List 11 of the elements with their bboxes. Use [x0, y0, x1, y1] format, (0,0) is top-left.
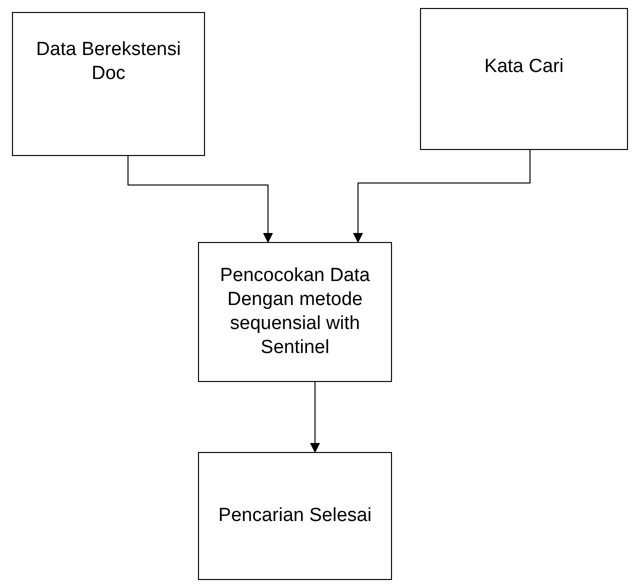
- arrow: [128, 156, 273, 243]
- process-box: [12, 12, 205, 156]
- box-label: Pencarian Selesai: [218, 504, 372, 528]
- process-box: [420, 8, 628, 150]
- arrow: [353, 150, 530, 243]
- box-label: Kata Cari: [484, 55, 564, 79]
- box-label: Pencocokan Data Dengan metode sequensial with Sentinel: [219, 264, 371, 360]
- box-label: Data Berekstensi Doc: [35, 38, 182, 86]
- arrow: [310, 382, 320, 453]
- process-box: [198, 452, 392, 580]
- process-box: [198, 242, 392, 382]
